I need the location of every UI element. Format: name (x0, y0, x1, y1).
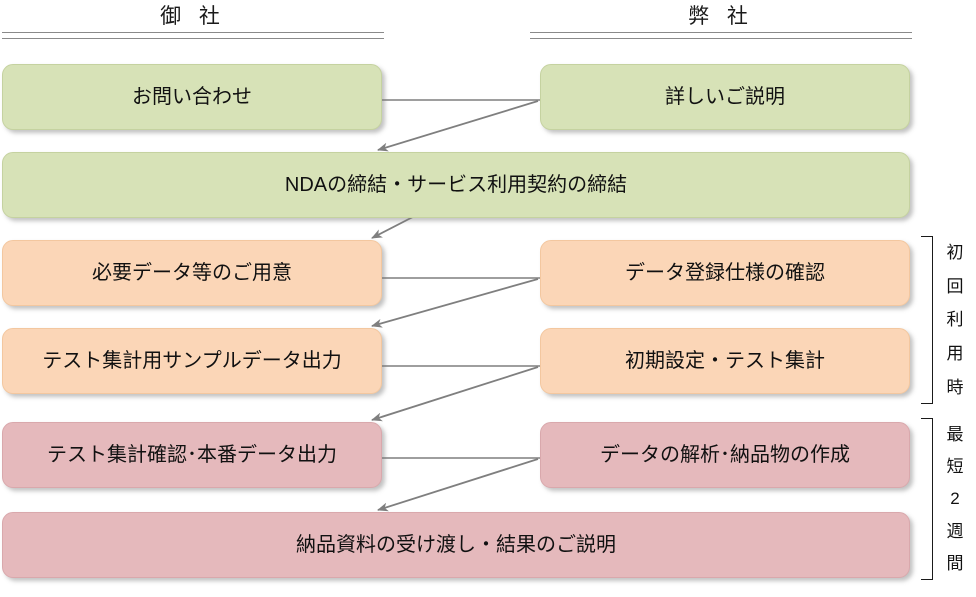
process-box-prepare-data[interactable]: 必要データ等のご用意 (2, 240, 382, 306)
process-box-nda-contract[interactable]: NDAの締結・サービス利用契約の締結 (2, 152, 910, 218)
column-header-company: 弊 社 (688, 5, 754, 28)
bracket-char: 用 (946, 344, 964, 364)
process-box-delivery-explanation[interactable]: 納品資料の受け渡し・結果のご説明 (2, 512, 910, 578)
bracket-minimum-duration (921, 418, 933, 580)
column-rule-company (530, 32, 912, 39)
column-rule-client (2, 32, 384, 39)
process-box-sample-data-output[interactable]: テスト集計用サンプルデータ出力 (2, 328, 382, 394)
bracket-char: 週 (946, 521, 964, 541)
bracket-label-first-use: 初 回 利 用 時 (942, 236, 968, 404)
bracket-first-use (921, 236, 933, 404)
process-box-detailed-explanation[interactable]: 詳しいご説明 (540, 64, 910, 130)
bracket-label-minimum-duration: 最 短 2 週 間 (942, 418, 968, 580)
column-header-client: 御 社 (160, 5, 226, 28)
process-box-initial-setup-test[interactable]: 初期設定・テスト集計 (540, 328, 910, 394)
bracket-char: 利 (946, 310, 964, 330)
bracket-char: 最 (946, 424, 964, 444)
bracket-char: 間 (946, 554, 964, 574)
bracket-char: 時 (946, 377, 964, 397)
bracket-char: 回 (946, 276, 964, 296)
bracket-char: 2 (950, 489, 960, 509)
process-box-test-confirm-output[interactable]: テスト集計確認･本番データ出力 (2, 422, 382, 488)
bracket-char: 初 (946, 243, 964, 263)
process-box-analysis-deliverable[interactable]: データの解析･納品物の作成 (540, 422, 910, 488)
bracket-char: 短 (946, 457, 964, 477)
process-box-inquiry[interactable]: お問い合わせ (2, 64, 382, 130)
process-box-confirm-data-spec[interactable]: データ登録仕様の確認 (540, 240, 910, 306)
